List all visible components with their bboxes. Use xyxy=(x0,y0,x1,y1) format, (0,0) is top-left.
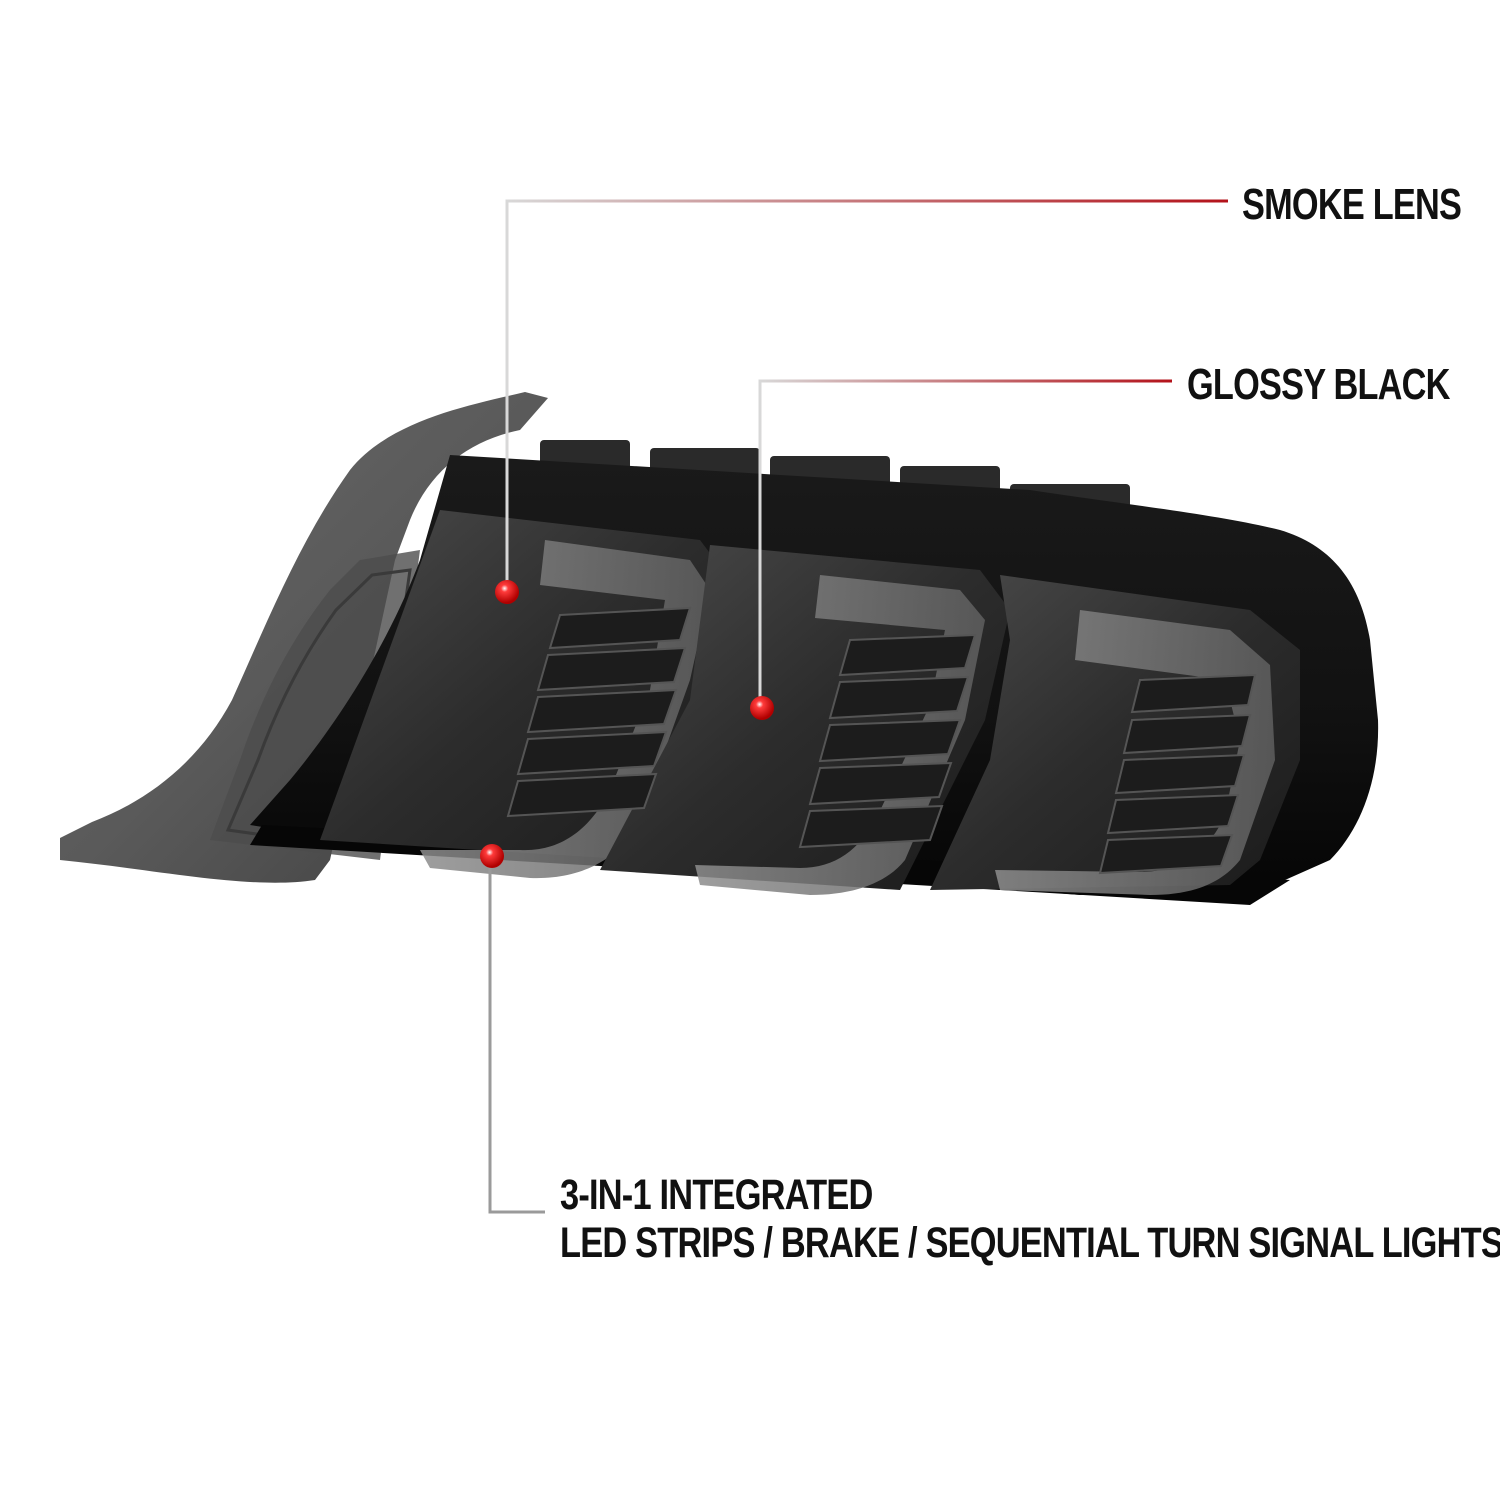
smoke-lens-label: SMOKE LENS xyxy=(1242,180,1462,229)
red-dot-marker-icon xyxy=(750,696,774,720)
red-dot-marker-icon xyxy=(480,844,504,868)
leader-line-integrated xyxy=(488,856,545,1214)
integrated-label-line-2: LED STRIPS / BRAKE / SEQUENTIAL TURN SIG… xyxy=(560,1219,1500,1267)
red-dot-marker-icon xyxy=(495,580,519,604)
integrated-lighting-label: 3-IN-1 INTEGRATED LED STRIPS / BRAKE / S… xyxy=(560,1171,1500,1267)
leader-line-smoke-lens xyxy=(505,199,1228,592)
leader-line-glossy-black xyxy=(758,379,1172,708)
led-fins xyxy=(506,606,1257,875)
leader-lines xyxy=(488,199,1228,1214)
glossy-black-label: GLOSSY BLACK xyxy=(1187,360,1450,409)
integrated-label-line-1: 3-IN-1 INTEGRATED xyxy=(560,1171,873,1219)
marker-dots xyxy=(480,580,774,868)
